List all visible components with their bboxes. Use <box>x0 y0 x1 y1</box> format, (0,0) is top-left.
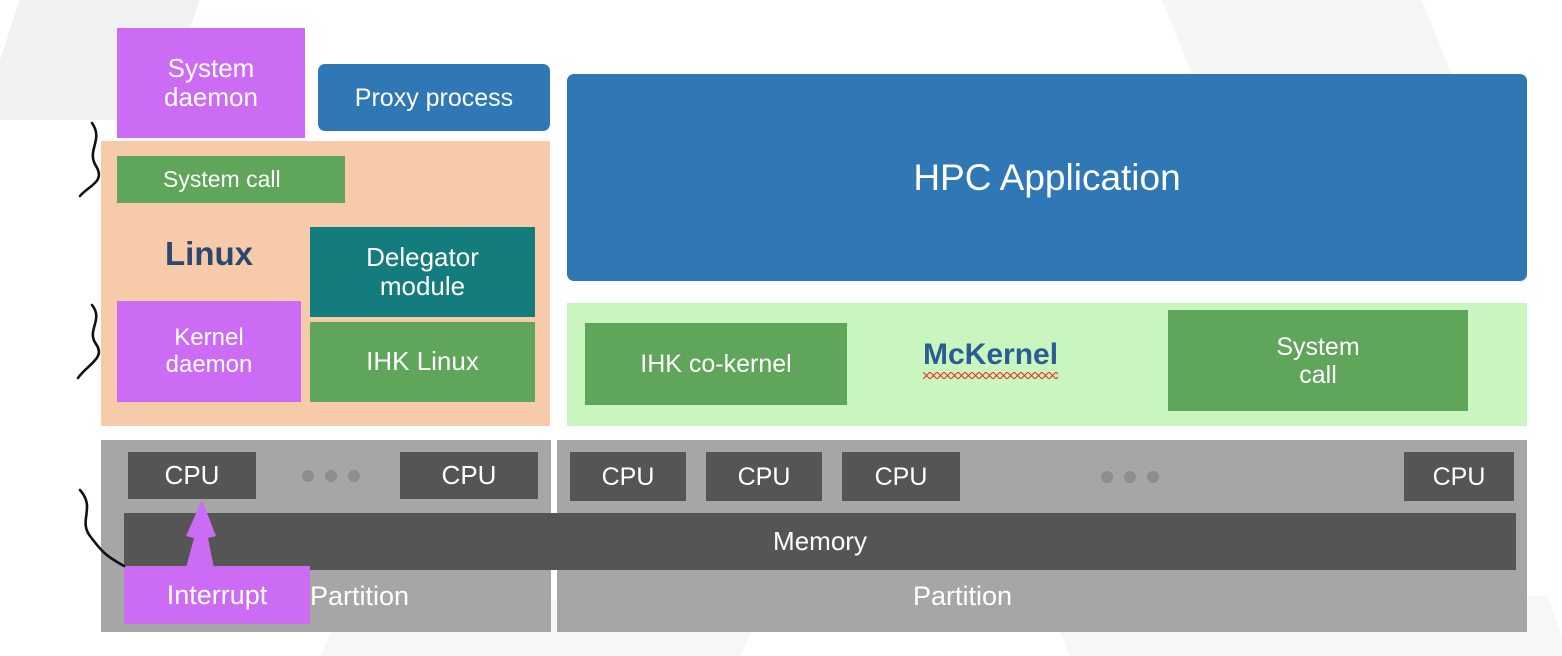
hpc-application-box[interactable]: HPC Application <box>567 74 1527 281</box>
mckernel-label: McKernel <box>923 338 1059 379</box>
ihk-linux-box[interactable]: IHK Linux <box>310 322 535 402</box>
delegator-module-box[interactable]: Delegator module <box>310 227 535 317</box>
interrupt-callout[interactable]: Interrupt <box>124 566 310 624</box>
mckernel-system-call-box[interactable]: System call <box>1168 310 1468 411</box>
ellipsis-icon <box>302 470 360 482</box>
mckernel-text: McKernel <box>923 338 1059 379</box>
leader-line-top <box>78 121 101 198</box>
ihk-cokernel-box[interactable]: IHK co-kernel <box>585 323 847 405</box>
cpu-box[interactable]: CPU <box>1404 452 1514 501</box>
cpu-box[interactable]: CPU <box>570 452 686 501</box>
cpu-box[interactable]: CPU <box>400 452 538 499</box>
leader-line-middle <box>76 303 101 380</box>
spellcheck-squiggle-icon <box>923 372 1059 379</box>
proxy-process-box[interactable]: Proxy process <box>318 64 550 131</box>
linux-label: Linux <box>165 235 253 272</box>
right-partition-label: Partition <box>913 580 1013 611</box>
left-partition-label: Partition <box>310 580 410 611</box>
linux-system-call-box[interactable]: System call <box>117 156 345 203</box>
cpu-box[interactable]: CPU <box>706 452 822 501</box>
cpu-box[interactable]: CPU <box>842 452 960 501</box>
cpu-box[interactable]: CPU <box>128 452 256 499</box>
ellipsis-icon <box>1101 471 1159 483</box>
kernel-daemon-box[interactable]: Kernel daemon <box>117 301 301 402</box>
system-daemon-box[interactable]: System daemon <box>117 28 305 138</box>
memory-bar[interactable]: Memory <box>124 513 1516 570</box>
